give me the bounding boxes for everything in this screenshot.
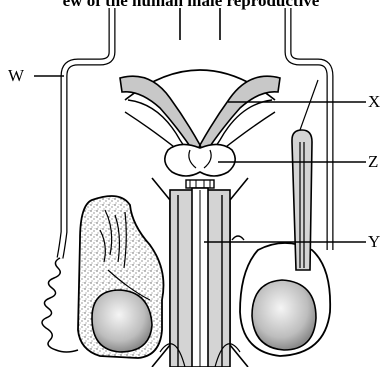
right-seminal-vesicle (200, 76, 280, 155)
label-y: Y (368, 233, 380, 251)
left-seminal-vesicle (120, 76, 200, 155)
coiled-tube (42, 258, 78, 352)
label-z: Z (368, 153, 378, 171)
left-testis (92, 290, 152, 352)
label-x: X (368, 93, 380, 111)
prostate-gland (165, 144, 235, 176)
right-spermatic-cord (292, 130, 312, 270)
right-testis (252, 280, 316, 350)
label-w: W (8, 67, 24, 85)
